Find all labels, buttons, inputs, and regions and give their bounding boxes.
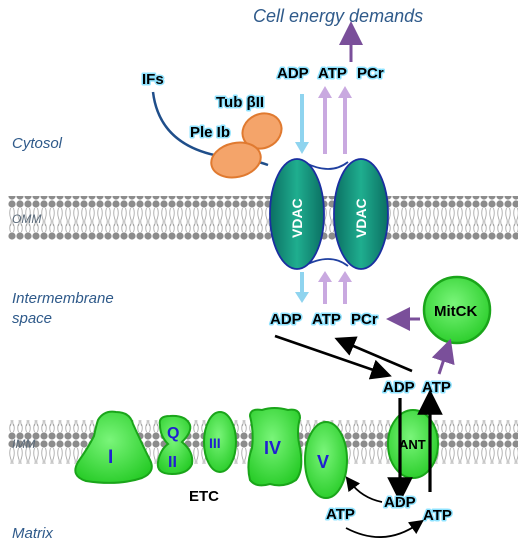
ant-atp-to-ims-arrow	[334, 336, 413, 373]
intermembrane-label-line1: Intermembrane	[12, 290, 114, 307]
ple-ib-label: Ple Ib	[190, 124, 230, 141]
matrix-atp-right-label: ATP	[423, 507, 452, 524]
ims-pcr-label: PCr	[351, 311, 378, 328]
complex-i-label: I	[108, 447, 113, 468]
cytosol-pcr-arrow	[338, 86, 352, 154]
complex-iv-label: IV	[264, 438, 281, 458]
outer-mitochondrial-membrane	[8, 196, 518, 240]
ims-atp-label: ATP	[312, 311, 341, 328]
complex-iii-label: III	[209, 435, 221, 451]
vdac-left-barrel	[269, 158, 325, 270]
vdac-right-label: VDAC	[353, 198, 369, 238]
tubulin-beta-ii-shape	[241, 112, 283, 150]
omm-label: OMM	[12, 212, 41, 226]
cytosol-atp-arrow	[318, 86, 332, 154]
vdac-left-label: VDAC	[289, 198, 305, 238]
atp-synthesis-curve-arrow	[345, 519, 424, 538]
ant-label: ANT	[399, 437, 426, 452]
complex-ii-label: II	[168, 454, 177, 471]
ims-adp-to-ant-arrow	[274, 334, 392, 380]
complex-iv-shape	[247, 407, 303, 487]
mitck-label: MitCK	[434, 303, 477, 320]
tub-bii-label: Tub βII	[216, 94, 264, 111]
cyto-atp-label: ATP	[318, 65, 347, 82]
complex-q-ii-shape	[156, 414, 194, 476]
ims-pcr-arrow	[338, 271, 352, 304]
imm-label: IMM	[12, 437, 35, 451]
ant-adp-label: ADP	[383, 379, 415, 396]
matrix-label: Matrix	[12, 525, 53, 542]
matrix-atp-left-label: ATP	[326, 506, 355, 523]
ifs-label: IFs	[142, 71, 164, 88]
etc-label: ETC	[189, 488, 219, 505]
complex-v-shape	[304, 421, 348, 499]
cyto-adp-label: ADP	[277, 65, 309, 82]
cytosol-label: Cytosol	[12, 135, 63, 152]
intermembrane-label-line2: space	[12, 310, 52, 327]
ant-atp-label: ATP	[422, 379, 451, 396]
mitck-shape	[422, 275, 492, 345]
cell-energy-demands-label: Cell energy demands	[253, 6, 423, 26]
complex-i-shape	[74, 410, 153, 484]
complex-iii-shape	[203, 411, 237, 473]
cyto-pcr-label: PCr	[357, 65, 384, 82]
plectin-ib-shape	[210, 141, 262, 179]
ims-adp-arrow	[295, 272, 309, 303]
matrix-adp-label: ADP	[384, 494, 416, 511]
complex-v-label: V	[317, 452, 329, 472]
cytosol-adp-arrow	[295, 94, 309, 154]
adp-to-complex-v-arrow	[345, 476, 383, 503]
ims-adp-label: ADP	[270, 311, 302, 328]
ims-atp-arrow	[318, 271, 332, 304]
vdac-right-barrel	[333, 158, 389, 270]
complex-q-label: Q	[167, 425, 179, 442]
atp-to-mitck-arrow	[431, 338, 455, 375]
